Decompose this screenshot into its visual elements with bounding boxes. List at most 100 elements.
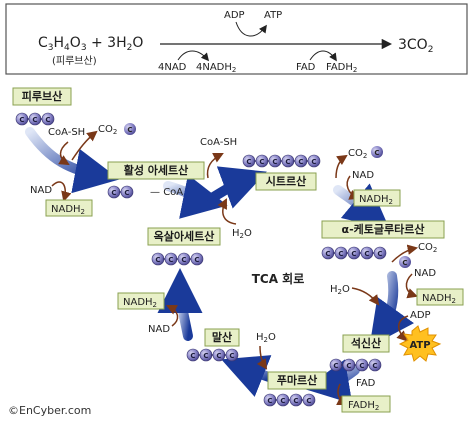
nad-1-arrow — [51, 181, 72, 203]
co2-2-carbon — [371, 146, 383, 158]
nad-4-arrow — [166, 305, 179, 327]
h2o-1: H2O — [232, 228, 252, 240]
label-box-fumarate — [267, 371, 327, 390]
equation-atp: ATP — [264, 10, 282, 21]
carbon-atom-label: C — [298, 158, 303, 166]
label-box-citrate — [255, 172, 317, 191]
equation-fad-curve — [309, 50, 337, 62]
fadh-box — [341, 395, 391, 413]
label-acetyl-coa: 활성 아세트산 — [124, 163, 189, 177]
label-box-succinate — [342, 334, 390, 353]
carbon-atom-label: C — [293, 397, 298, 405]
h2o-2-arrow — [351, 287, 380, 306]
co2-1: CO2 — [98, 124, 117, 136]
co2-3: CO2 — [418, 242, 437, 254]
carbon-atom-label: C — [216, 352, 221, 360]
carbon-atom-label: C — [346, 362, 351, 370]
equation-reactant-name: (피루브산) — [52, 55, 97, 67]
nadh-1: NADH2 — [51, 204, 85, 216]
co2-2: CO2 — [348, 148, 367, 160]
coash-1: CoA-SH — [48, 127, 85, 138]
carbon-atom-label: C — [311, 158, 316, 166]
label-succinate: 석신산 — [351, 336, 381, 350]
carbon-atom-label: C — [285, 158, 290, 166]
nad-3: NAD — [414, 268, 436, 279]
overall-equation-box: C3H4O3 + 3H2O (피루브산) ADP ATP 4NAD 4NADH2… — [5, 3, 468, 75]
compound-labels: 피루브산 활성 아세트산 시트르산 α-케토글루타르산 석신산 푸마르산 말산 … — [12, 87, 445, 390]
carbon-atom-label: C — [259, 158, 264, 166]
carbon-atom-label: C — [325, 250, 330, 258]
carbon-atom-label: C — [229, 352, 234, 360]
fad: FAD — [356, 378, 376, 389]
carbon-atom-label: C — [190, 352, 195, 360]
carbon-atom-label: C — [272, 158, 277, 166]
arrow-pyruvate-to-acetylcoa — [25, 127, 120, 194]
cycle-arrows — [25, 127, 414, 404]
nad-2: NAD — [352, 170, 374, 181]
carbon-atom-label: C — [333, 362, 338, 370]
carbon-atom-label: C — [306, 397, 311, 405]
side-reactions: CoA-SH CO2 C NAD NADH2 CoA-SH H2O CO2 C … — [30, 123, 464, 413]
carbon-atom-fumarate — [302, 393, 316, 407]
adp-arrow — [396, 315, 409, 342]
co2-3-arrow — [391, 244, 419, 263]
label-box-ketoglutarate — [321, 220, 445, 239]
carbon-atom-label: C — [111, 189, 116, 197]
h2o-3-arrow — [256, 345, 268, 370]
carbon-atom-malate — [225, 348, 239, 362]
equation-nad-curve — [177, 50, 210, 62]
cycle-title: TCA 회로 — [252, 271, 305, 286]
equation-nadh: 4NADH2 — [196, 62, 236, 74]
h2o-1-arrow — [217, 198, 237, 225]
coash-2-arrow — [206, 153, 224, 179]
carbon-atom-label: C — [203, 352, 208, 360]
label-malate: 말산 — [212, 330, 232, 344]
equation-nad: 4NAD — [158, 62, 187, 73]
carbon-atom-pyruvate — [41, 112, 55, 126]
carbon-atom-succinate — [368, 358, 382, 372]
nadh-3: NADH2 — [422, 293, 456, 305]
carbon-atom-acetyl-coa — [120, 185, 134, 199]
nad-3-arrow — [405, 273, 418, 299]
carbon-atom-label: C — [155, 256, 160, 264]
carbon-atom-label: C — [372, 362, 377, 370]
carbon-atom-label: C — [351, 250, 356, 258]
label-box-pyruvate — [12, 87, 72, 106]
co2-2-carbon-label: C — [374, 149, 379, 157]
nadh-4-box — [117, 292, 165, 310]
carbon-atom-label: C — [32, 116, 37, 124]
carbon-atom-ketoglutarate — [373, 246, 387, 260]
carbon-atom-label: C — [194, 256, 199, 264]
equation-fad: FAD — [296, 62, 316, 73]
coash-1-arrow — [58, 141, 70, 166]
coash-2: CoA-SH — [200, 137, 237, 148]
co2-1-arrow — [71, 130, 98, 161]
acetyl-coa-suffix: — CoA — [150, 187, 183, 198]
carbon-atom-label: C — [246, 158, 251, 166]
equation-atp-curve — [235, 21, 267, 37]
arrow-to-citrate — [207, 166, 267, 209]
atp: ATP — [409, 340, 430, 351]
label-fumarate: 푸마르산 — [277, 373, 317, 387]
nadh-4: NADH2 — [123, 297, 157, 309]
nadh-3-box — [416, 288, 464, 306]
arrow-succinate-to-fumarate — [304, 359, 360, 404]
carbon-atom-label: C — [124, 189, 129, 197]
label-oxaloacetate: 옥살아세트산 — [154, 229, 215, 243]
fadh: FADH2 — [348, 400, 379, 412]
label-box-malate — [204, 328, 240, 347]
co2-1-carbon — [124, 123, 136, 135]
label-pyruvate: 피루브산 — [22, 89, 62, 103]
carbon-atom-label: C — [377, 250, 382, 258]
atp-burst — [398, 325, 442, 362]
h2o-2: H2O — [330, 284, 350, 296]
carbon-atom-oxaloacetate — [190, 252, 204, 266]
nadh-1-box — [45, 199, 93, 217]
carbon-atom-label: C — [45, 116, 50, 124]
carbon-atom-label: C — [181, 256, 186, 264]
label-ketoglutarate: α-케토글루타르산 — [342, 222, 425, 236]
adp: ADP — [410, 310, 431, 321]
nad-4: NAD — [148, 324, 170, 335]
carbon-atom-label: C — [359, 362, 364, 370]
